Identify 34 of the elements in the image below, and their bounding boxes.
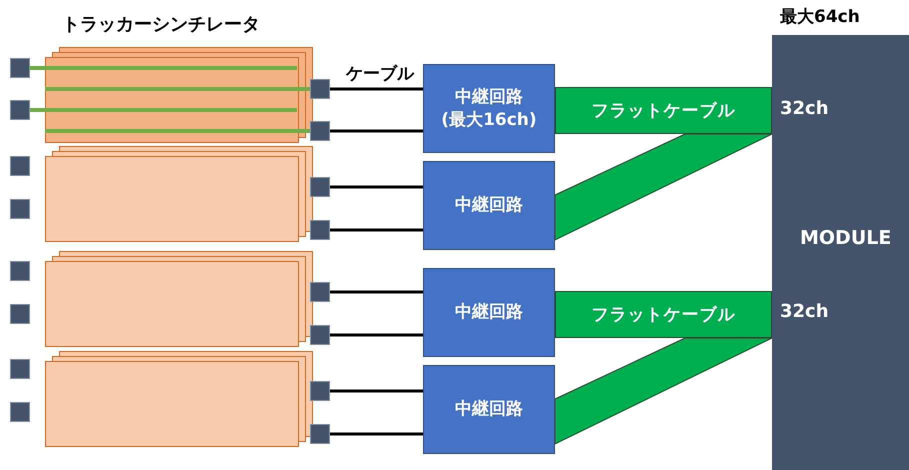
capacity-label: 最大64ch: [780, 6, 860, 28]
cable-line: [330, 290, 423, 294]
cable-line: [330, 390, 423, 392]
sensor-square: [310, 424, 330, 444]
cable-line: [330, 432, 423, 436]
cable-line: [330, 88, 423, 90]
relay-circuit-box: 中継回路: [423, 365, 555, 454]
module-label: MODULE: [800, 227, 892, 249]
scintillator-stack: [45, 351, 313, 448]
channel-label: 32ch: [780, 98, 829, 119]
relay-circuit-box: 中継回路 (最大16ch): [423, 64, 555, 153]
flat-cable: [554, 134, 772, 241]
scintillator-stack: [45, 146, 313, 243]
flat-cable-band: フラットケーブル: [555, 87, 772, 134]
cable-line: [330, 334, 423, 336]
sensor-square: [310, 177, 330, 197]
sensor-square: [310, 121, 330, 141]
flat-cable: [554, 338, 772, 445]
relay-circuit-box: 中継回路: [423, 161, 555, 250]
cable-line: [330, 228, 423, 232]
sensor-square: [310, 325, 330, 345]
scintillator-stack: [45, 251, 313, 348]
title-label: トラッカーシンチレータ: [62, 13, 260, 36]
channel-label: 32ch: [780, 301, 829, 322]
cable-line: [330, 186, 423, 188]
sensor-square: [310, 220, 330, 240]
relay-circuit-box: 中継回路: [423, 268, 555, 357]
module-box: [772, 35, 909, 470]
flat-cable-band: フラットケーブル: [555, 291, 772, 338]
cable-label: ケーブル: [346, 63, 414, 85]
cable-line: [330, 130, 423, 132]
sensor-square: [310, 79, 330, 99]
sensor-square: [310, 381, 330, 401]
sensor-square: [310, 282, 330, 302]
